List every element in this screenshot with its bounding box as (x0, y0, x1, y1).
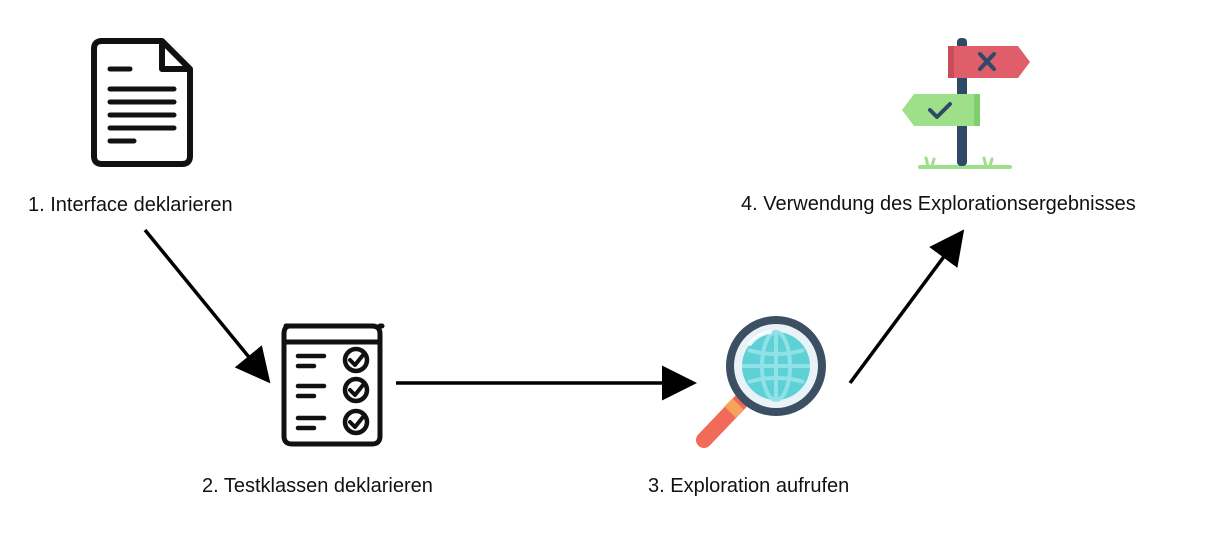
step-1-label: 1. Interface deklarieren (28, 194, 233, 216)
signpost-icon (902, 38, 1030, 169)
arrow-step1-to-step2 (143, 228, 271, 384)
step-2-label: 2. Testklassen deklarieren (202, 475, 433, 497)
arrow-step3-to-step4 (848, 229, 965, 385)
step-3-label: 3. Exploration aufrufen (648, 475, 850, 497)
magnifier-globe-icon (696, 316, 826, 448)
document-icon (91, 38, 193, 167)
checklist-icon (281, 323, 385, 447)
step-4-label: 4. Verwendung des Explorationsergebnisse… (741, 193, 1136, 215)
